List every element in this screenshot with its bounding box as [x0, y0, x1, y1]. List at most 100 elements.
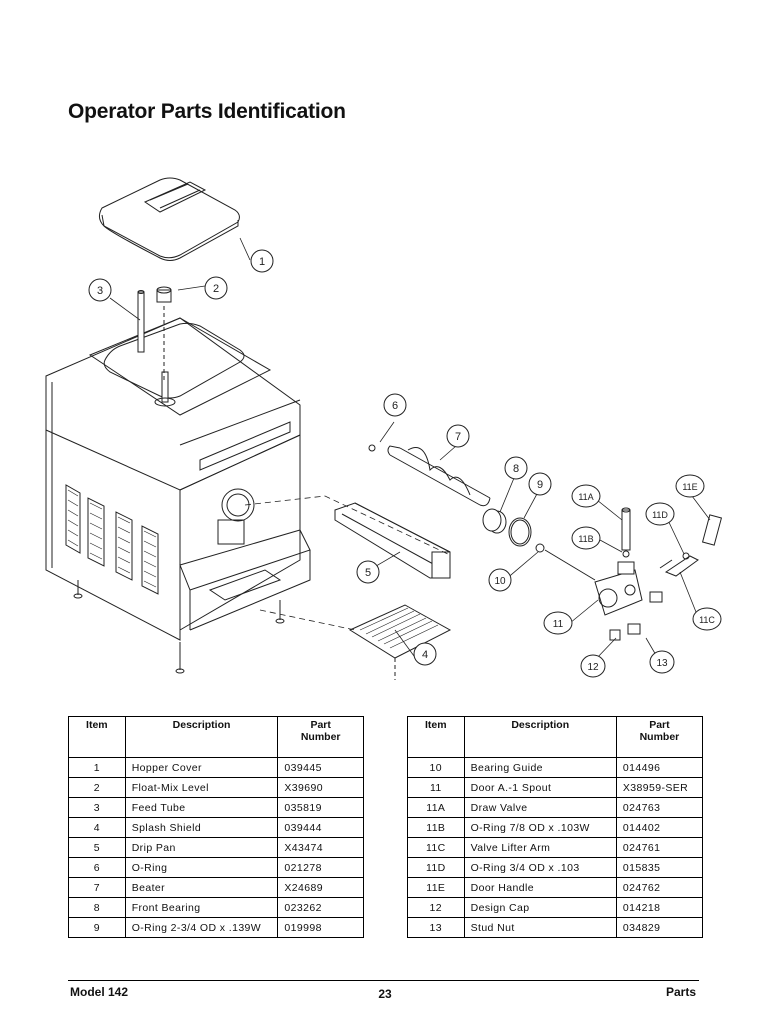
exploded-parts-diagram: 1 2 3 4 5 6 7 8 9 10 11 11A 11B 11C 11D …	[30, 160, 740, 700]
callout-3: 3	[97, 285, 103, 297]
part-number-cell: 039445	[277, 757, 364, 778]
description-cell: O-Ring 2-3/4 OD x .139W	[124, 917, 279, 938]
callout-11e: 11E	[682, 482, 697, 492]
description-cell: Door A.-1 Spout	[463, 777, 617, 798]
part-number-cell: 034829	[615, 917, 704, 938]
description-cell: O-Ring	[124, 857, 279, 878]
part-number-cell: 039444	[277, 817, 364, 838]
page-title: Operator Parts Identification	[68, 100, 346, 123]
item-cell: 11	[407, 777, 465, 798]
description-cell: Design Cap	[463, 897, 617, 918]
part-number-cell: 024763	[615, 797, 704, 818]
item-cell: 11D	[407, 857, 465, 878]
part-number-cell: 014402	[615, 817, 704, 838]
description-cell: O-Ring 7/8 OD x .103W	[463, 817, 617, 838]
item-cell: 11A	[407, 797, 465, 818]
item-cell: 2	[68, 777, 126, 798]
part-number-cell: 014496	[615, 757, 704, 778]
callout-12: 12	[587, 662, 599, 673]
callout-1: 1	[259, 256, 265, 268]
item-cell: 6	[68, 857, 126, 878]
item-cell: 1	[68, 757, 126, 778]
item-cell: 11C	[407, 837, 465, 858]
description-cell: Door Handle	[463, 877, 617, 898]
callout-11d: 11D	[652, 510, 668, 520]
description-cell: Hopper Cover	[124, 757, 279, 778]
description-cell: O-Ring 3/4 OD x .103	[463, 857, 617, 878]
header-item: Item	[68, 716, 126, 758]
header-description: Description	[463, 716, 617, 758]
item-cell: 11E	[407, 877, 465, 898]
callout-11a: 11A	[578, 492, 593, 502]
header-description: Description	[124, 716, 279, 758]
item-cell: 9	[68, 917, 126, 938]
part-number-cell: X24689	[277, 877, 364, 898]
item-cell: 5	[68, 837, 126, 858]
description-cell: Feed Tube	[124, 797, 279, 818]
callout-4: 4	[422, 649, 428, 661]
machine-cabinet-drawing	[45, 317, 311, 674]
description-cell: Drip Pan	[124, 837, 279, 858]
footer-divider	[68, 980, 699, 981]
part-number-cell: 023262	[277, 897, 364, 918]
leader-lines	[109, 237, 711, 663]
description-cell: Stud Nut	[463, 917, 617, 938]
part-number-cell: X39690	[277, 777, 364, 798]
callout-6: 6	[392, 400, 398, 412]
part-number-cell: 015835	[615, 857, 704, 878]
item-cell: 10	[407, 757, 465, 778]
item-cell: 3	[68, 797, 126, 818]
part-number-cell: X38959-SER	[615, 777, 704, 798]
callout-7: 7	[455, 431, 461, 443]
drip-pan-drawing	[334, 502, 451, 579]
part-number-cell: X43474	[277, 837, 364, 858]
footer-model: Model 142	[70, 985, 129, 999]
part-number-cell: 021278	[277, 857, 364, 878]
door-spout-drawing	[594, 507, 723, 641]
part-number-cell: 024762	[615, 877, 704, 898]
item-cell: 13	[407, 917, 465, 938]
description-cell: Beater	[124, 877, 279, 898]
callout-13: 13	[656, 658, 668, 669]
description-cell: Bearing Guide	[463, 757, 617, 778]
callout-2: 2	[213, 283, 219, 295]
item-cell: 12	[407, 897, 465, 918]
item-cell: 11B	[407, 817, 465, 838]
description-cell: Float-Mix Level	[124, 777, 279, 798]
bearing-and-oring-drawing	[482, 508, 596, 581]
description-cell: Draw Valve	[463, 797, 617, 818]
description-cell: Front Bearing	[124, 897, 279, 918]
feed-tube-and-float-drawing	[137, 286, 172, 380]
item-cell: 7	[68, 877, 126, 898]
part-number-cell: 019998	[277, 917, 364, 938]
header-item: Item	[407, 716, 465, 758]
callout-9: 9	[537, 479, 543, 491]
callout-10: 10	[494, 576, 506, 587]
splash-shield-drawing	[348, 604, 452, 680]
callout-11: 11	[553, 619, 564, 630]
description-cell: Splash Shield	[124, 817, 279, 838]
page-number: 23	[378, 987, 392, 1001]
hopper-cover-drawing	[98, 177, 240, 261]
part-number-cell: 024761	[615, 837, 704, 858]
footer-section: Parts	[665, 985, 696, 999]
item-cell: 4	[68, 817, 126, 838]
callout-labels: 1 2 3 4 5 6 7 8 9 10 11 11A 11B 11C 11D …	[97, 256, 715, 673]
